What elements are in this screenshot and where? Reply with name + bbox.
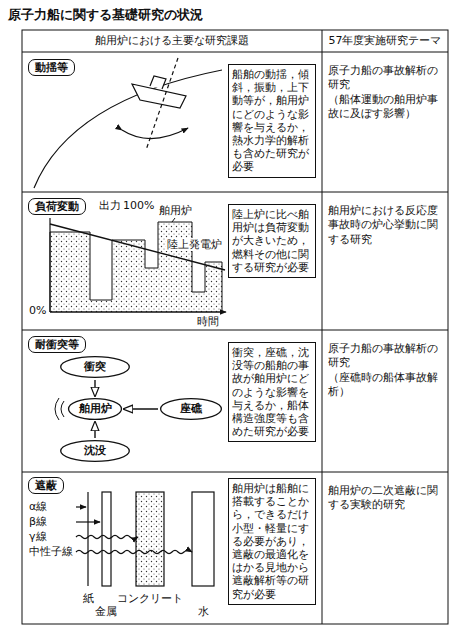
curve-label: 陸上発電炉 bbox=[166, 238, 223, 251]
axis-label: 出力 bbox=[98, 199, 122, 212]
impact-arrow bbox=[94, 422, 95, 438]
note-box: 船舶の動揺，傾斜，振動，上下動等が，舶用炉にどのような影響を与えるか，熱水力学的… bbox=[228, 64, 316, 178]
topic-tab: 動揺等 bbox=[28, 59, 75, 76]
accident-ellipse: 衝突 bbox=[60, 356, 130, 378]
axis-label: 100% bbox=[122, 199, 155, 212]
node-text: 舶用炉 bbox=[79, 402, 112, 415]
material-label: 水 bbox=[197, 605, 210, 618]
node-text: 衝突 bbox=[84, 360, 106, 373]
material-label: 金属 bbox=[94, 605, 118, 618]
node-text: 原子力船の事故解析の研究 bbox=[328, 64, 442, 93]
topic-tab: 遮蔽 bbox=[28, 477, 64, 494]
theme-cell: 舶用炉の二次遮蔽に関する実験的研究 bbox=[326, 482, 444, 515]
ray-label: γ線 bbox=[28, 530, 48, 543]
curve-label: 舶用炉 bbox=[158, 204, 193, 217]
note-box: 衝突，座礁，沈没等の船舶の事故が舶用炉にどのような影響を与えるか，船体構造強度等… bbox=[228, 342, 316, 442]
ray-label: α線 bbox=[28, 500, 48, 513]
node-text: 舶用炉における反応度事故時の炉心挙動に関する研究 bbox=[328, 204, 442, 247]
table-grid bbox=[22, 30, 448, 624]
ray-label: 中性子線 bbox=[28, 545, 74, 558]
impact-arrow bbox=[124, 408, 158, 409]
impact-waves bbox=[55, 398, 64, 420]
ray-label: β線 bbox=[28, 515, 48, 528]
node-text: 舶用炉は船舶に搭載することから，できるだけ小型・軽量にする必要があり，遮蔽の最適… bbox=[232, 482, 312, 601]
accident-ellipse: 座礁 bbox=[160, 398, 222, 420]
note-box: 舶用炉は船舶に搭載することから，できるだけ小型・軽量にする必要があり，遮蔽の最適… bbox=[228, 478, 316, 605]
material-label: 紙 bbox=[82, 592, 95, 605]
theme-cell: 舶用炉における反応度事故時の炉心挙動に関する研究 bbox=[326, 202, 444, 249]
node-text: 舶用炉の二次遮蔽に関する実験的研究 bbox=[328, 484, 442, 513]
node-text: 船舶の動揺，傾斜，振動，上下動等が，舶用炉にどのような影響を与えるか，熱水力学的… bbox=[232, 68, 312, 174]
node-text: （座礁時の船体事故解析） bbox=[328, 371, 442, 400]
node-text: 舶用炉における主要な研究課題 bbox=[95, 34, 249, 47]
topic-tab: 耐衝突等 bbox=[28, 336, 86, 353]
axis-label: 時間 bbox=[196, 315, 220, 328]
ship-motion-figure bbox=[34, 58, 222, 188]
topic-tab: 負荷変動 bbox=[28, 198, 86, 215]
column-header: 57年度実施研究テーマ bbox=[322, 30, 448, 52]
theme-cell: 原子力船の事故解析の研究（座礁時の船体事故解析） bbox=[326, 340, 444, 401]
shielding-figure bbox=[76, 492, 214, 586]
node-text: 動揺等 bbox=[35, 61, 68, 74]
theme-cell: 原子力船の事故解析の研究（船体運動の舶用炉事故に及ぼす影響） bbox=[326, 62, 444, 123]
impact-arrow bbox=[94, 380, 95, 396]
node-text: 負荷変動 bbox=[35, 200, 79, 213]
node-text: 沈没 bbox=[84, 444, 106, 457]
node-text: 耐衝突等 bbox=[35, 338, 79, 351]
axis-label: 0% bbox=[28, 304, 47, 317]
node-text: 遮蔽 bbox=[35, 479, 57, 492]
load-chart bbox=[50, 218, 226, 312]
column-header: 舶用炉における主要な研究課題 bbox=[22, 30, 322, 52]
node-text: 57年度実施研究テーマ bbox=[329, 34, 442, 47]
note-box: 陸上炉に比べ舶用炉は負荷変動が大きいため，燃料その他に関する研究が必要 bbox=[228, 204, 316, 278]
page-title: 原子力船に関する基礎研究の状況 bbox=[8, 6, 203, 24]
reactor-ellipse: 舶用炉 bbox=[68, 398, 122, 420]
node-text: 衝突，座礁，沈没等の船舶の事故が舶用炉にどのような影響を与えるか，船体構造強度等… bbox=[232, 346, 312, 438]
accident-ellipse: 沈没 bbox=[60, 440, 130, 462]
node-text: 陸上炉に比べ舶用炉は負荷変動が大きいため，燃料その他に関する研究が必要 bbox=[232, 208, 312, 274]
material-label: コンクリート bbox=[116, 592, 184, 605]
node-text: 座礁 bbox=[180, 402, 202, 415]
node-text: （船体運動の舶用炉事故に及ぼす影響） bbox=[328, 93, 442, 122]
node-text: 原子力船の事故解析の研究 bbox=[328, 342, 442, 371]
